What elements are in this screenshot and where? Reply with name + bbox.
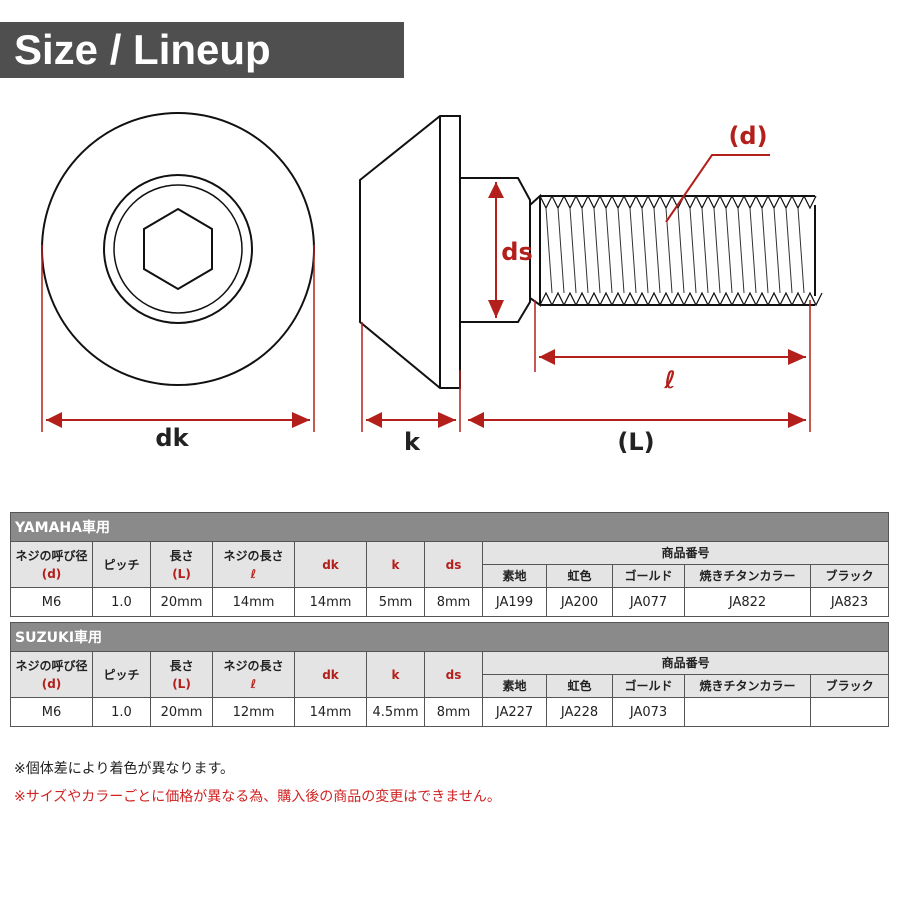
- total-length-label: (L): [617, 428, 654, 456]
- product-code: JA822: [684, 587, 811, 617]
- ds-label: ds: [501, 238, 532, 266]
- col-ds: ds: [424, 651, 483, 698]
- product-code: JA823: [809, 587, 890, 617]
- product-code: JA228: [546, 697, 613, 727]
- note-color-variance: ※個体差により着色が異なります。: [14, 761, 235, 777]
- product-code: JA077: [612, 587, 685, 617]
- thread-length-label: ℓ: [663, 366, 675, 394]
- col-color: 焼きチタンカラー: [684, 564, 811, 588]
- col-color: 素地: [482, 674, 547, 698]
- col-length: 長さ(L): [150, 651, 213, 698]
- dk-label: dk: [155, 424, 189, 452]
- col-dk: dk: [294, 541, 367, 588]
- hex-socket-icon: [143, 207, 213, 291]
- cell: 4.5mm: [366, 697, 425, 727]
- cell: 1.0: [92, 587, 151, 617]
- d-label: (d): [728, 122, 767, 150]
- col-nominal: ネジの呼び径(d): [10, 541, 93, 588]
- cell: 1.0: [92, 697, 151, 727]
- cell: 8mm: [424, 697, 483, 727]
- col-pitch: ピッチ: [92, 651, 151, 698]
- cell: 5mm: [366, 587, 425, 617]
- col-k: k: [366, 541, 425, 588]
- col-color: ブラック: [809, 674, 890, 698]
- cell: 14mm: [294, 587, 367, 617]
- bolt-dimension-diagram: dk ds (d) ℓ: [41, 112, 823, 456]
- col-color: ゴールド: [612, 564, 685, 588]
- maker-name: YAMAHA車用: [9, 512, 890, 542]
- col-dk: dk: [294, 651, 367, 698]
- product-code: JA199: [482, 587, 547, 617]
- k-label: k: [404, 428, 421, 456]
- cell: 8mm: [424, 587, 483, 617]
- product-code: JA073: [612, 697, 685, 727]
- col-nominal: ネジの呼び径(d): [10, 651, 93, 698]
- product-code: [684, 697, 811, 727]
- bolt-head-top-view: [41, 112, 315, 386]
- col-color: 虹色: [546, 564, 613, 588]
- cell: M6: [10, 697, 93, 727]
- col-color: 虹色: [546, 674, 613, 698]
- col-k: k: [366, 651, 425, 698]
- col-length: 長さ(L): [150, 541, 213, 588]
- bolt-side-view: [359, 115, 823, 389]
- table-row: M6 1.0 20mm 12mm 14mm 4.5mm 8mm JA227 JA…: [10, 697, 890, 727]
- table-row: M6 1.0 20mm 14mm 14mm 5mm 8mm JA199 JA20…: [10, 587, 890, 617]
- col-pitch: ピッチ: [92, 541, 151, 588]
- product-code: JA227: [482, 697, 547, 727]
- note-no-exchange: ※サイズやカラーごとに価格が異なる為、購入後の商品の変更はできません。: [14, 789, 501, 805]
- col-color: ブラック: [809, 564, 890, 588]
- cell: 14mm: [294, 697, 367, 727]
- maker-name: SUZUKI車用: [9, 622, 890, 652]
- col-product: 商品番号: [481, 541, 890, 565]
- col-color: 焼きチタンカラー: [684, 674, 811, 698]
- cell: 14mm: [212, 587, 295, 617]
- product-code: JA200: [546, 587, 613, 617]
- col-product: 商品番号: [481, 651, 890, 675]
- thread-lines: [545, 207, 805, 294]
- cell: 20mm: [150, 697, 213, 727]
- cell: 20mm: [150, 587, 213, 617]
- section-title: Size / Lineup: [0, 22, 404, 78]
- cell: M6: [10, 587, 93, 617]
- product-code: [809, 697, 890, 727]
- col-color: ゴールド: [612, 674, 685, 698]
- col-color: 素地: [482, 564, 547, 588]
- cell: 12mm: [212, 697, 295, 727]
- col-ds: ds: [424, 541, 483, 588]
